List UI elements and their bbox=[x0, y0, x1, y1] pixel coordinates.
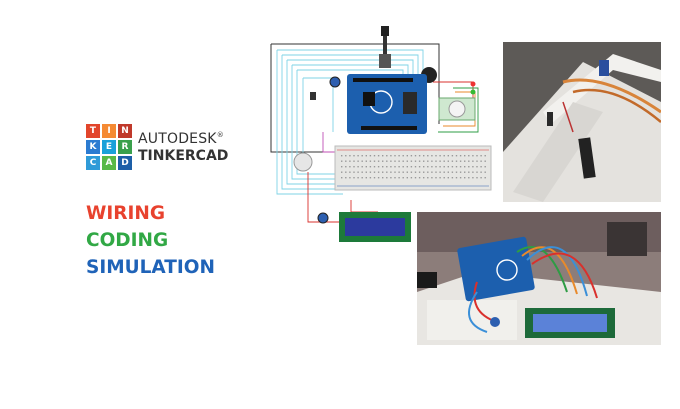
arduino-board bbox=[347, 74, 427, 134]
logo-tile-r: R bbox=[118, 140, 132, 154]
potentiometer-bottom-icon bbox=[317, 212, 329, 224]
logo-tiles: T I N K E R C A D bbox=[86, 124, 134, 172]
circuit-schematic bbox=[270, 26, 492, 242]
brand-autodesk: AUTODESK® bbox=[138, 131, 224, 147]
registered-mark: ® bbox=[216, 131, 224, 139]
logo-tile-e: E bbox=[102, 140, 116, 154]
lcd-display bbox=[339, 212, 411, 242]
breadboard bbox=[334, 145, 492, 191]
feature-wiring: WIRING bbox=[86, 203, 166, 224]
logo-tile-d: D bbox=[118, 156, 132, 170]
servo-icon bbox=[293, 152, 313, 172]
feature-coding: CODING bbox=[86, 230, 169, 251]
logo-tile-t: T bbox=[86, 124, 100, 138]
photo-breadboard-closeup bbox=[503, 42, 661, 202]
feature-simulation: SIMULATION bbox=[86, 257, 216, 278]
sensor-icon bbox=[310, 92, 316, 100]
logo-tile-n: N bbox=[118, 124, 132, 138]
logo-tile-c: C bbox=[86, 156, 100, 170]
brand-tinkercad: TINKERCAD bbox=[138, 148, 229, 164]
photo-assembled-circuit bbox=[417, 212, 661, 345]
led-green-icon bbox=[470, 89, 476, 95]
led-red-icon bbox=[470, 81, 476, 87]
pir-sensor bbox=[438, 97, 476, 121]
usb-connector bbox=[379, 26, 391, 68]
logo-tile-i: I bbox=[102, 124, 116, 138]
logo-tile-a: A bbox=[102, 156, 116, 170]
potentiometer-icon bbox=[329, 76, 341, 88]
logo-tile-k: K bbox=[86, 140, 100, 154]
